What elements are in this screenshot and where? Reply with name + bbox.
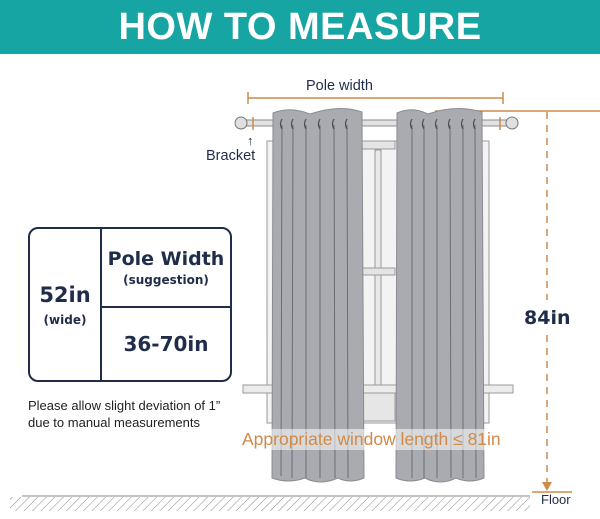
window-length-label: Appropriate window length ≤ 81in [240, 429, 503, 450]
curtain-rod [234, 116, 519, 130]
bracket-label: Bracket [206, 148, 256, 164]
deviation-note-line2: due to manual measurements [28, 415, 200, 430]
height-label: 84in [524, 307, 571, 329]
pole-width-heading: Pole Width [107, 248, 225, 270]
deviation-note: Please allow slight deviation of 1” due … [28, 397, 268, 431]
page-title: HOW TO MEASURE [118, 5, 482, 48]
up-arrow-icon: ↑ [247, 133, 254, 148]
height-dimension [532, 112, 572, 493]
right-curtain-panel [395, 108, 485, 483]
floor-label: Floor [541, 492, 571, 507]
pole-width-label: Pole width [306, 78, 373, 94]
curtain-width-value: 52in [39, 282, 91, 307]
table-divider-horizontal [102, 306, 230, 308]
left-curtain-panel [271, 108, 365, 483]
size-spec-table: 52in (wide) Pole Width (suggestion) 36-7… [28, 227, 232, 382]
deviation-note-line1: Please allow slight deviation of 1” [28, 398, 221, 413]
pole-width-range: 36-70in [123, 332, 209, 356]
grommet-rings [279, 118, 476, 130]
pole-width-range-cell: 36-70in [102, 308, 230, 380]
table-divider-vertical [100, 229, 102, 380]
pole-width-dimension [247, 92, 600, 112]
curtain-width-note: (wide) [43, 312, 87, 327]
header-banner: HOW TO MEASURE [0, 0, 600, 54]
pole-width-header-cell: Pole Width (suggestion) [102, 229, 230, 306]
floor [10, 495, 530, 511]
pole-width-subheading: (suggestion) [123, 273, 209, 287]
curtain-width-cell: 52in (wide) [30, 229, 100, 380]
